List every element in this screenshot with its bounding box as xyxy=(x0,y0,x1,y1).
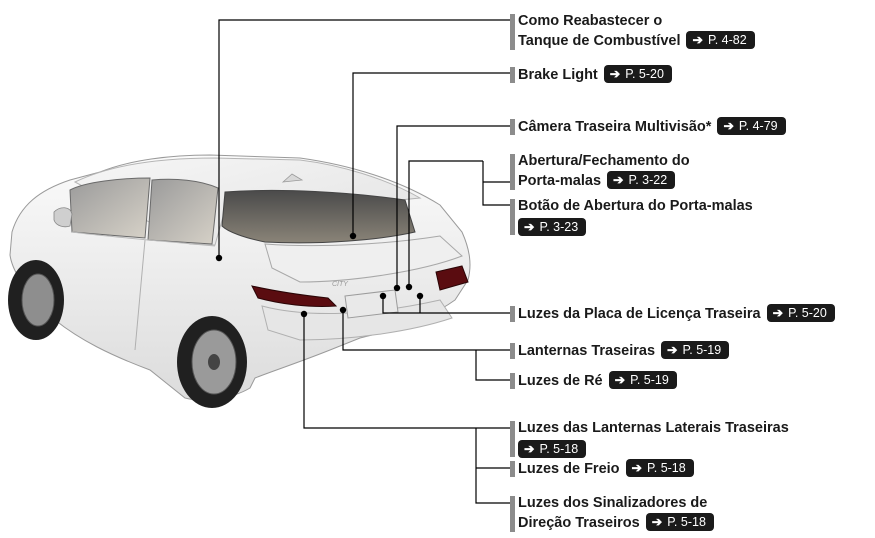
callout-turn-signals: Luzes dos Sinalizadores de Direção Trase… xyxy=(510,494,714,533)
callout-reverse-lights: Luzes de Ré ➔P. 5-19 xyxy=(510,371,677,391)
leader-lines xyxy=(218,19,510,504)
leader-tail xyxy=(342,310,510,381)
car-body: CITY xyxy=(8,154,471,408)
page-ref-trunk-open[interactable]: ➔P. 3-22 xyxy=(607,171,676,189)
leader-camera xyxy=(396,125,510,288)
arrow-right-icon: ➔ xyxy=(614,373,626,387)
callout-brake-light-label: Brake Light xyxy=(518,67,598,83)
callout-fuel: Como Reabastecer o Tanque de Combustível… xyxy=(510,12,755,51)
callout-tail-lights-label: Lanternas Traseiras xyxy=(518,343,656,359)
callout-camera: Câmera Traseira Multivisão* ➔P. 4-79 xyxy=(510,117,786,137)
callout-trunk-button: Botão de Abertura do Porta-malas ➔P. 3-2… xyxy=(510,197,753,238)
callout-trunk-open-line1: Abertura/Fechamento do xyxy=(518,153,690,169)
callout-turn-signals-line1: Luzes dos Sinalizadores de xyxy=(518,495,708,511)
page-ref-plate-lights[interactable]: ➔P. 5-20 xyxy=(766,304,835,322)
callout-brake-lights: Luzes de Freio ➔P. 5-18 xyxy=(510,459,694,479)
page-ref-side-marker[interactable]: ➔P. 5-18 xyxy=(518,440,587,458)
page-ref-tail-lights[interactable]: ➔P. 5-19 xyxy=(661,341,730,359)
leader-side-marker xyxy=(303,314,510,504)
page-ref-camera[interactable]: ➔P. 4-79 xyxy=(717,117,786,135)
arrow-right-icon: ➔ xyxy=(651,515,663,529)
leader-fuel xyxy=(218,19,510,258)
arrow-right-icon: ➔ xyxy=(667,343,678,357)
page-ref-trunk-button[interactable]: ➔P. 3-23 xyxy=(518,218,587,236)
arrow-right-icon: ➔ xyxy=(524,220,535,234)
callout-camera-label: Câmera Traseira Multivisão* xyxy=(518,119,712,135)
page-ref-brake-lights[interactable]: ➔P. 5-18 xyxy=(625,459,694,477)
callout-turn-signals-line2: Direção Traseiros xyxy=(518,515,640,531)
callout-tail-lights: Lanternas Traseiras ➔P. 5-19 xyxy=(510,341,730,361)
arrow-right-icon: ➔ xyxy=(609,67,621,81)
page-ref-fuel[interactable]: ➔P. 4-82 xyxy=(686,31,755,49)
arrow-right-icon: ➔ xyxy=(613,173,624,187)
leader-brake-light xyxy=(352,72,510,236)
callout-fuel-line1: Como Reabastecer o xyxy=(518,13,663,29)
callout-fuel-line2: Tanque de Combustível xyxy=(518,33,681,49)
page-ref-reverse-lights[interactable]: ➔P. 5-19 xyxy=(608,371,677,389)
callout-plate-lights-label: Luzes da Placa de Licença Traseira xyxy=(518,306,761,322)
callout-trunk-button-label: Botão de Abertura do Porta-malas xyxy=(518,198,753,214)
car-badge: CITY xyxy=(332,281,349,288)
arrow-right-icon: ➔ xyxy=(692,33,703,47)
callout-side-marker-label: Luzes das Lanternas Laterais Traseiras xyxy=(518,420,789,436)
leader-trunk-open xyxy=(408,160,483,287)
page-ref-turn-signals[interactable]: ➔P. 5-18 xyxy=(645,513,714,531)
callout-trunk-open: Abertura/Fechamento do Porta-malas ➔P. 3-… xyxy=(510,152,690,191)
callout-reverse-lights-label: Luzes de Ré xyxy=(518,373,603,389)
page-ref-brake-light[interactable]: ➔P. 5-20 xyxy=(603,65,672,83)
callout-brake-light: Brake Light ➔P. 5-20 xyxy=(510,65,672,85)
callout-plate-lights: Luzes da Placa de Licença Traseira ➔P. 5-… xyxy=(510,304,835,324)
arrow-right-icon: ➔ xyxy=(772,306,784,320)
leader-trunk-junction xyxy=(482,161,510,206)
arrow-right-icon: ➔ xyxy=(631,461,643,475)
callout-trunk-open-line2: Porta-malas xyxy=(518,173,602,189)
callout-side-marker: Luzes das Lanternas Laterais Traseiras ➔… xyxy=(510,419,789,460)
leader-dots xyxy=(215,232,424,318)
callout-brake-lights-label: Luzes de Freio xyxy=(518,461,620,477)
arrow-right-icon: ➔ xyxy=(524,442,535,456)
arrow-right-icon: ➔ xyxy=(723,119,734,133)
